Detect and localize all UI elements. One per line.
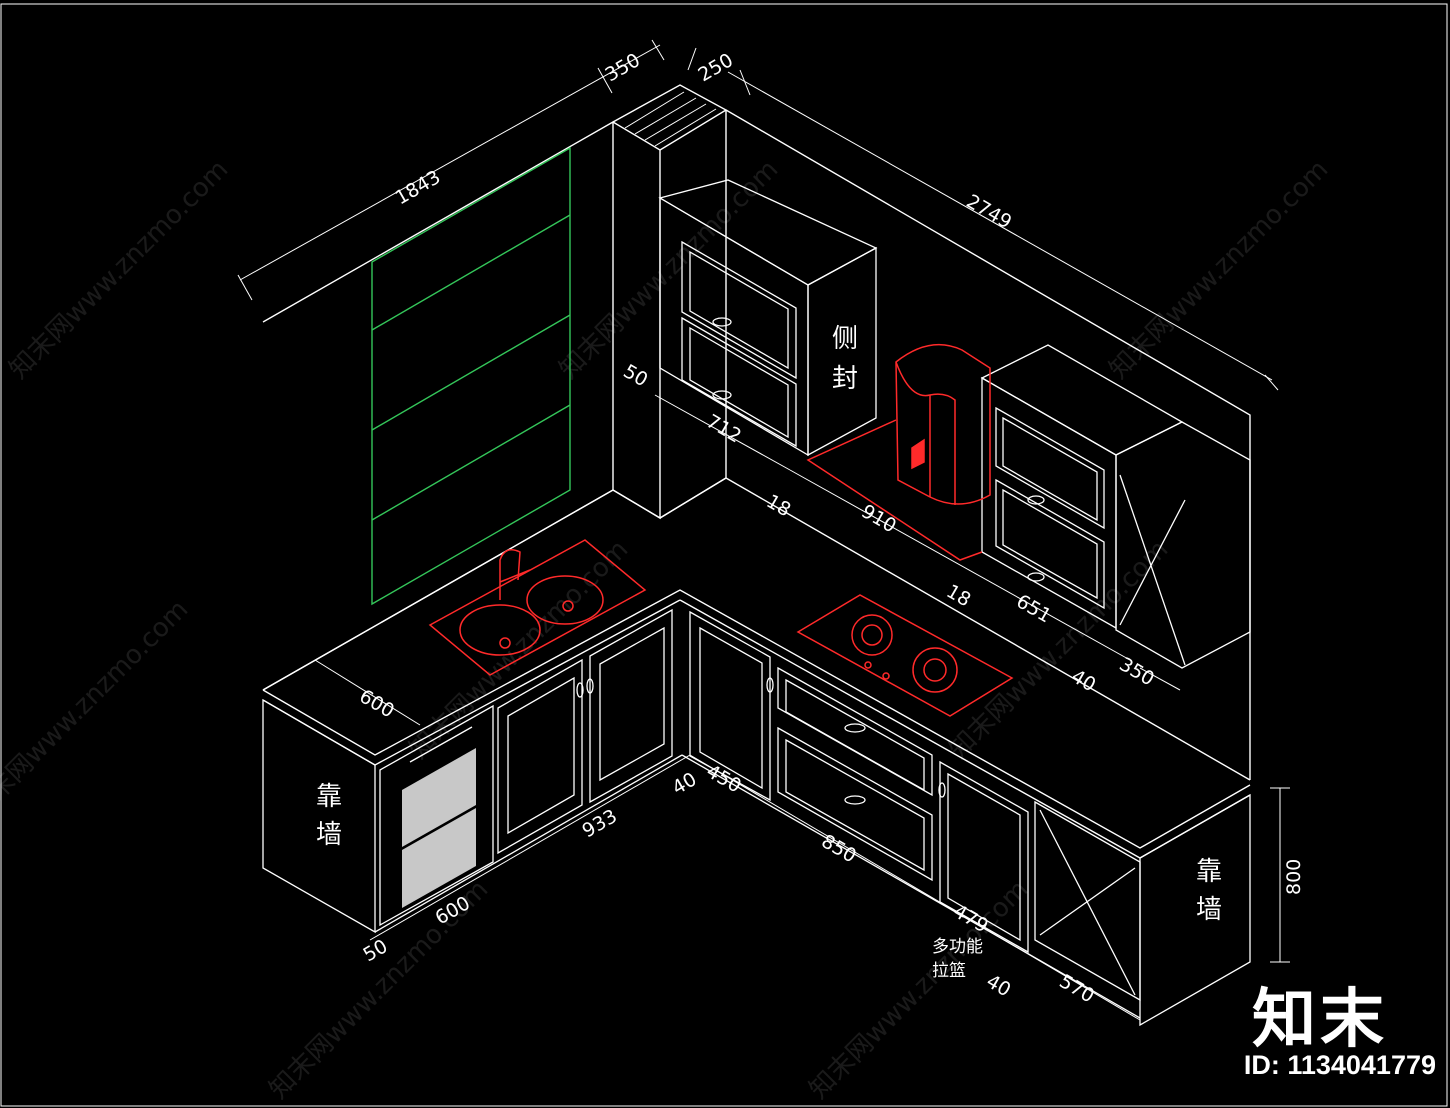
drawing-frame — [0, 3, 1448, 1107]
sink — [428, 539, 647, 676]
gas-cooktop — [796, 594, 1014, 717]
dim-910: 910 — [858, 500, 900, 537]
image-id-label: ID: 1134041779 — [1243, 1050, 1436, 1080]
upper-cabinet-left — [658, 179, 878, 457]
right-wall — [725, 109, 1251, 780]
side-seal-label-2: 封 — [832, 364, 858, 394]
multi-basket-label-2: 拉篮 — [932, 961, 966, 981]
backsplash-line — [725, 477, 1251, 781]
wall-pillar-top — [612, 84, 728, 151]
pillar-hatch — [624, 91, 717, 147]
against-wall-left-1: 靠 — [316, 782, 342, 812]
dimension-lines — [237, 39, 1290, 1021]
base-cabinets-left — [497, 608, 673, 855]
brand-logo-text: 知末 — [1252, 983, 1388, 1057]
dim-40-bottom: 40 — [983, 970, 1015, 1001]
dim-600-depth: 600 — [356, 685, 398, 722]
against-wall-left-2: 墙 — [316, 820, 342, 850]
dim-50-left: 50 — [620, 360, 652, 391]
right-end-panel — [1139, 793, 1251, 1027]
upper-cabinet-right — [980, 344, 1251, 669]
dim-40-corner: 40 — [669, 768, 701, 799]
dim-350-right: 350 — [1116, 653, 1158, 690]
left-end-panel — [262, 698, 683, 934]
dimension-texts: 350 250 1843 2749 50 712 18 910 18 651 3… — [356, 49, 1306, 1007]
dim-40-right: 40 — [1068, 665, 1100, 696]
disinfection-cabinet — [379, 704, 494, 927]
multi-basket-label-1: 多功能 — [932, 937, 983, 957]
dim-250-top: 250 — [695, 49, 737, 86]
glass-panel — [371, 146, 571, 606]
range-hood — [806, 343, 991, 561]
labels: 侧 封 靠 墙 靠 墙 多功能 拉篮 — [316, 324, 1222, 981]
dim-651: 651 — [1013, 590, 1055, 627]
against-wall-right-2: 墙 — [1196, 895, 1222, 925]
dim-350-top: 350 — [602, 49, 644, 86]
side-seal-label-1: 侧 — [832, 324, 858, 354]
dim-1843: 1843 — [392, 166, 445, 209]
dim-18-a: 18 — [763, 490, 795, 521]
dim-2749: 2749 — [963, 190, 1016, 233]
watermark-text: 知末网www.znzmo.com — [944, 534, 1175, 765]
against-wall-right-1: 靠 — [1196, 857, 1222, 887]
watermark-text: 知末网www.znzmo.com — [0, 594, 194, 825]
dim-800: 800 — [1283, 859, 1305, 895]
base-cabinets-right — [681, 610, 1141, 1019]
dim-570: 570 — [1056, 970, 1098, 1007]
watermark-text: 知末网www.znzmo.com — [554, 154, 785, 385]
watermark-text: 知末网www.znzmo.com — [4, 154, 235, 385]
dim-18-b: 18 — [943, 580, 975, 611]
watermarks: 知末网www.znzmo.com 知末网www.znzmo.com 知末网www… — [0, 154, 1334, 1105]
